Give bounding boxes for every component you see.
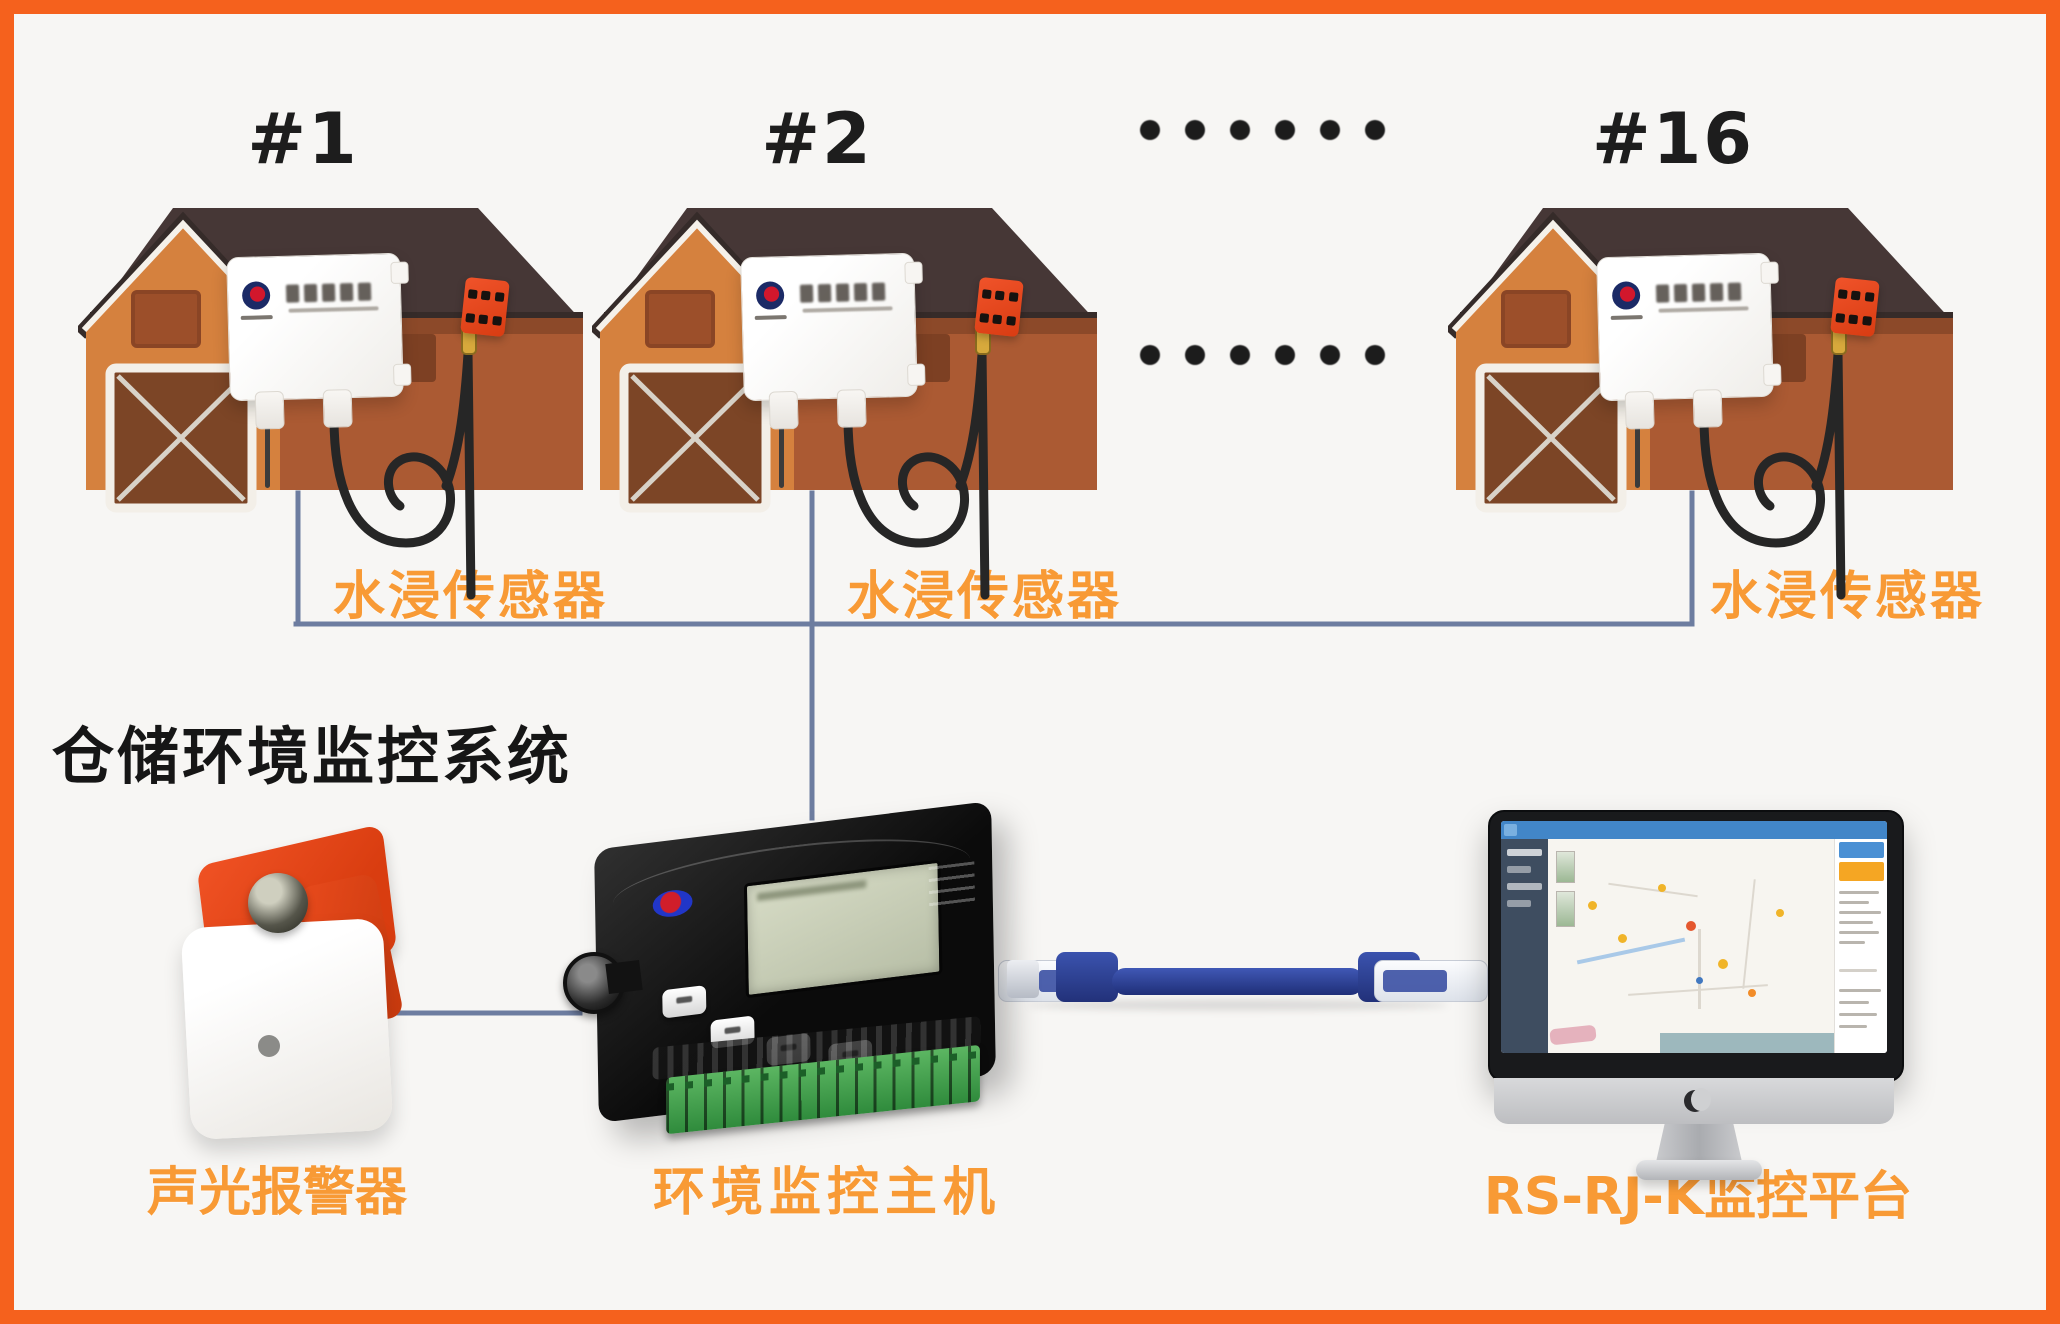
- map-marker: [1718, 959, 1728, 969]
- sensor-nameplate: [285, 282, 372, 303]
- cable-tube: [1112, 968, 1364, 995]
- mount-ear: [1760, 261, 1779, 284]
- water-sensor-device: [740, 252, 926, 430]
- mount-ear: [1762, 363, 1782, 386]
- sensor-nameplate: [1655, 282, 1742, 303]
- sensor-brand-text: [240, 315, 273, 320]
- host-network-port: [1007, 960, 1039, 998]
- water-sensor-device: [226, 252, 412, 430]
- screen-topbar: [1501, 821, 1887, 839]
- alarm-strobe-knob: [248, 873, 308, 933]
- sidebar-item: [1507, 866, 1531, 873]
- barn-illustration: [78, 208, 583, 513]
- sensor-nameplate-sub: [288, 306, 379, 313]
- ellipsis-dots-top: [1140, 120, 1385, 140]
- host-button: [662, 985, 707, 1019]
- alarm-body: [180, 917, 394, 1141]
- water-sensor-device: [1596, 252, 1782, 430]
- sidebar-item: [1507, 900, 1531, 907]
- warehouse-unit-16: #16: [1448, 0, 2028, 680]
- sensor-label: 水浸传感器: [1710, 567, 1986, 627]
- map-highway: [1576, 937, 1686, 965]
- chart-band-teal: [1660, 1033, 1860, 1053]
- alarm-label: 声光报警器: [146, 1163, 407, 1223]
- sensor-cable: [843, 315, 991, 600]
- map-marker: [1658, 884, 1666, 892]
- sensor-probe: [1635, 424, 1640, 488]
- host-body: [594, 800, 996, 1135]
- terminal-block: [460, 276, 510, 338]
- host-connector-stub: [605, 960, 643, 994]
- cable-gland: [254, 390, 285, 430]
- unit-number: #1: [247, 98, 359, 180]
- sound-light-alarm-device: [160, 823, 410, 1145]
- ellipsis-dots-bottom: [1140, 345, 1385, 365]
- page-title: 仓储环境监控系统: [52, 720, 573, 793]
- sidebar-item: [1507, 883, 1542, 890]
- terminal-block: [974, 276, 1024, 338]
- terminal-block: [1830, 276, 1880, 338]
- map-marker: [1618, 934, 1627, 943]
- screen-map-area: [1548, 839, 1860, 1053]
- cable-gland: [768, 390, 799, 430]
- cable-gland: [1624, 390, 1655, 430]
- sensor-brand-icon: [755, 281, 785, 310]
- panel-header: [1839, 842, 1884, 858]
- sensor-probe: [779, 424, 784, 488]
- sidebar-item: [1507, 849, 1542, 856]
- map-marker: [1696, 977, 1703, 984]
- mount-ear: [392, 363, 412, 386]
- brand-crescent-icon: [1684, 1088, 1711, 1112]
- mount-ear: [390, 261, 409, 284]
- monitoring-platform-computer: [1488, 808, 1908, 1193]
- sensor-brand-text: [754, 315, 787, 320]
- host-lcd-screen: [743, 859, 943, 999]
- app-logo-icon: [1504, 824, 1517, 836]
- host-label: 环境监控主机: [652, 1163, 1001, 1223]
- monitor-chin: [1494, 1078, 1894, 1124]
- cable-shadow: [1028, 1000, 1448, 1010]
- screen-sidebar: [1501, 839, 1548, 1053]
- sensor-probe: [265, 424, 270, 488]
- host-print-marks: [928, 861, 975, 908]
- alarm-speaker-dot: [258, 1035, 280, 1057]
- mount-ear: [904, 261, 923, 284]
- sensor-nameplate-sub: [802, 306, 893, 313]
- screen-info-panel: [1834, 839, 1887, 1053]
- cable-gland: [322, 389, 353, 428]
- monitor-screen: [1501, 821, 1887, 1053]
- monitor-stand-neck: [1656, 1124, 1742, 1162]
- map-marker: [1588, 901, 1597, 910]
- unit-number: #2: [761, 98, 873, 180]
- unit-number: #16: [1591, 98, 1755, 180]
- network-cable: [998, 948, 1490, 1012]
- map-marker: [1748, 989, 1756, 997]
- sensor-brand-icon: [1611, 281, 1641, 310]
- cable-collar-left: [1056, 952, 1118, 1002]
- warehouse-unit-1: #1: [78, 0, 658, 680]
- cable-connector-right: [1374, 960, 1488, 1002]
- panel-alert-box: [1839, 862, 1884, 881]
- monitor-stand-base: [1636, 1160, 1762, 1180]
- sensor-brand-text: [1610, 315, 1643, 320]
- sensor-brand-icon: [241, 281, 271, 310]
- mount-ear: [906, 363, 926, 386]
- sensor-nameplate-sub: [1658, 306, 1749, 313]
- cable-gland: [1692, 389, 1723, 428]
- sensor-nameplate: [799, 282, 886, 303]
- map-thumbnail: [1556, 851, 1575, 883]
- map-marker: [1776, 909, 1784, 917]
- cable-gland: [836, 389, 867, 428]
- environment-monitor-host: [555, 800, 1039, 1157]
- map-thumbnail: [1556, 891, 1575, 927]
- map-district: [1549, 1024, 1597, 1046]
- warehouse-unit-2: #2: [592, 0, 1172, 680]
- map-marker-alert: [1686, 921, 1696, 931]
